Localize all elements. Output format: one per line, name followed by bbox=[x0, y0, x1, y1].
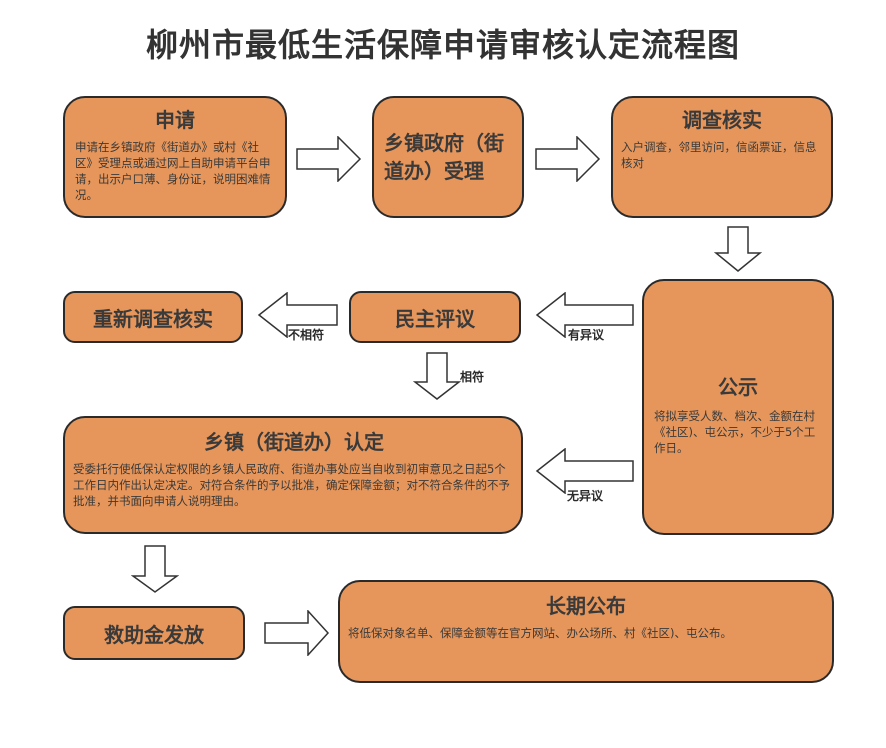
node-publicize-title: 公示 bbox=[718, 375, 758, 399]
edge-label-mismatch: 不相符 bbox=[288, 328, 325, 342]
node-apply-title: 申请 bbox=[155, 108, 195, 132]
node-reinvestigate: 重新调查核实 bbox=[63, 291, 243, 343]
arrow-down-icon bbox=[714, 226, 762, 272]
node-certify: 乡镇（街道办）认定 受委托行使低保认定权限的乡镇人民政府、街道办事处应当自收到初… bbox=[63, 416, 523, 534]
arrow-left-icon bbox=[257, 292, 338, 338]
edge-label-objection: 有异议 bbox=[568, 328, 605, 342]
node-accept: 乡镇政府（街道办）受理 bbox=[372, 96, 524, 218]
node-investigate-desc: 入户调查，邻里访问，信函票证，信息核对 bbox=[621, 140, 817, 170]
arrow-right-icon bbox=[535, 136, 601, 182]
arrow-right-icon bbox=[296, 136, 362, 182]
node-apply: 申请 申请在乡镇政府《街道办》或村《社区》受理点或通过网上自助申请平台申请，出示… bbox=[63, 96, 287, 218]
node-investigate-title: 调查核实 bbox=[682, 108, 762, 132]
node-accept-title: 乡镇政府（街道办）受理 bbox=[384, 131, 504, 183]
node-investigate: 调查核实 入户调查，邻里访问，信函票证，信息核对 bbox=[611, 96, 833, 218]
node-announce-title: 长期公布 bbox=[546, 594, 626, 618]
page-title: 柳州市最低生活保障申请审核认定流程图 bbox=[145, 26, 740, 64]
node-certify-title: 乡镇（街道办）认定 bbox=[204, 430, 384, 454]
arrow-left-icon bbox=[535, 292, 634, 338]
node-publicize-desc: 将拟享受人数、档次、金额在村《社区)、屯公示，不少于5个工作日。 bbox=[654, 409, 816, 455]
node-publicize: 公示 将拟享受人数、档次、金额在村《社区)、屯公示，不少于5个工作日。 bbox=[642, 279, 834, 535]
arrow-down-icon bbox=[131, 545, 179, 593]
node-payout-title: 救助金发放 bbox=[104, 622, 204, 647]
arrow-down-icon bbox=[413, 352, 461, 400]
node-payout: 救助金发放 bbox=[63, 606, 245, 660]
arrow-left-icon bbox=[535, 448, 634, 494]
edge-label-match: 相符 bbox=[460, 370, 485, 384]
arrow-right-icon bbox=[264, 610, 330, 656]
node-reinvestigate-title: 重新调查核实 bbox=[93, 306, 213, 331]
node-review: 民主评议 bbox=[349, 291, 521, 343]
edge-label-no-objection: 无异议 bbox=[567, 489, 604, 503]
node-announce: 长期公布 将低保对象名单、保障金额等在官方网站、办公场所、村《社区)、屯公布。 bbox=[338, 580, 834, 683]
node-certify-desc: 受委托行使低保认定权限的乡镇人民政府、街道办事处应当自收到初审意见之日起5个工作… bbox=[73, 462, 510, 508]
node-announce-desc: 将低保对象名单、保障金额等在官方网站、办公场所、村《社区)、屯公布。 bbox=[348, 626, 732, 640]
node-review-title: 民主评议 bbox=[395, 306, 475, 331]
node-apply-desc: 申请在乡镇政府《街道办》或村《社区》受理点或通过网上自助申请平台申请，出示户口薄… bbox=[75, 140, 271, 202]
